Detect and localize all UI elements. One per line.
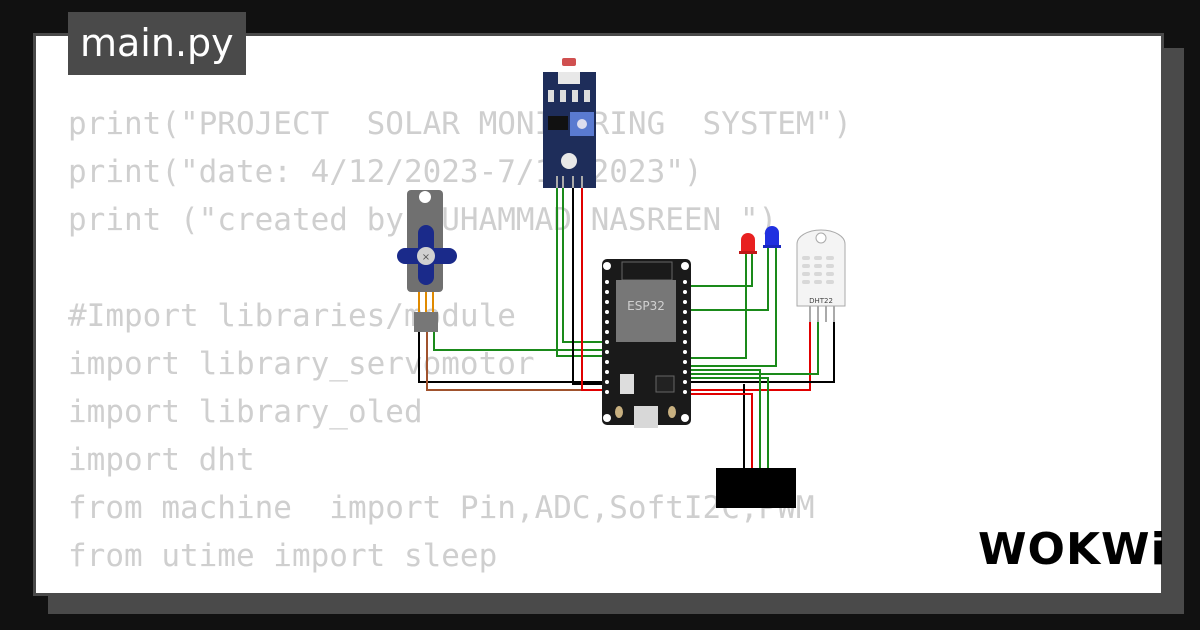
code-preview: print("PROJECT SOLAR MONITORING SYSTEM")… [68, 100, 852, 580]
code-line: print("PROJECT SOLAR MONITORING SYSTEM") [68, 106, 852, 142]
led-ground-wire [690, 252, 753, 287]
ldr-wire-green-1 [556, 188, 606, 357]
ldr-wire-black [572, 188, 606, 385]
code-line: import library_servomotor [68, 346, 535, 382]
project-card[interactable] [33, 33, 1164, 596]
wokwi-logo: WOKWi [978, 524, 1167, 575]
ldr-sensor-icon[interactable] [543, 58, 596, 188]
code-line: import dht [68, 442, 255, 478]
code-line: #Import libraries/module [68, 298, 516, 334]
servo-wire-green [433, 332, 606, 351]
ldr-wire-red [581, 188, 606, 391]
file-tab[interactable]: main.py [68, 12, 246, 75]
servo-wire-black [418, 332, 606, 383]
oled-wire-green-2 [690, 377, 769, 468]
led-ground-wire-2 [690, 246, 769, 311]
servo-wire-brown [426, 332, 606, 391]
red-led-wire [690, 252, 747, 359]
esp32-icon[interactable]: ESP32 [602, 259, 691, 428]
oled-wire-green-1 [690, 369, 761, 468]
blue-led-icon[interactable] [763, 226, 781, 248]
ldr-wire-green-2 [562, 188, 606, 343]
svg-text:×: × [422, 252, 430, 263]
code-line: from utime import sleep [68, 538, 498, 574]
red-led-icon[interactable] [739, 233, 757, 254]
wires [418, 188, 835, 468]
servo-icon[interactable]: × [397, 190, 457, 332]
dht22-icon[interactable]: DHT22 [796, 229, 846, 322]
code-line: print("date: 4/12/2023-7/12/2023") [68, 154, 703, 190]
code-line: print ("created by MUHAMMAD NASREEN ") [68, 202, 778, 238]
dht-wire-green [690, 322, 819, 375]
dht-wire-red [690, 322, 811, 391]
blue-led-wire [690, 246, 777, 367]
oled-icon[interactable] [716, 468, 796, 508]
dht-wire-black [690, 322, 835, 383]
code-line: import library_oled [68, 394, 423, 430]
esp32-label: ESP32 [627, 299, 665, 313]
dht-label: DHT22 [809, 297, 833, 305]
oled-wire-red [690, 393, 753, 468]
